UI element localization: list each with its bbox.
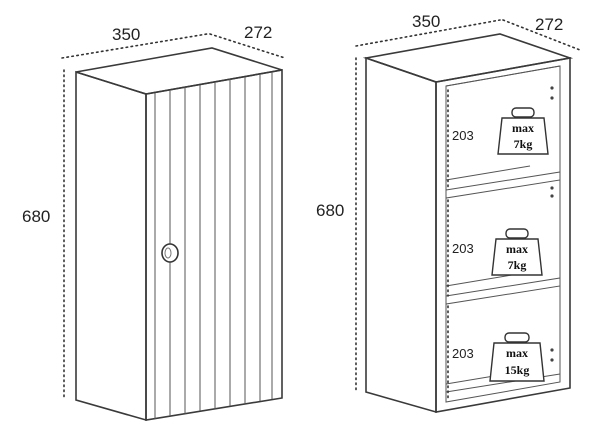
- shelf-1-height-label: 203: [452, 128, 474, 143]
- left-width-label: 350: [112, 25, 140, 44]
- shelf-3-weight-icon: max 15kg: [489, 332, 545, 382]
- left-cabinet-door: [145, 69, 283, 421]
- left-depth-label: 272: [244, 23, 272, 42]
- shelf-3-weight-max: max: [506, 346, 528, 360]
- right-cabinet: 350 272 680 203 203 203 max 7kg max 7kg …: [316, 12, 581, 414]
- right-cabinet-front: [435, 57, 571, 413]
- shelf-2-weight-max: max: [506, 242, 528, 256]
- right-cabinet-side: [365, 56, 437, 414]
- left-cabinet: 350 272 680: [22, 23, 286, 422]
- right-depth-dimension-line: [502, 19, 581, 51]
- shelf-2-weight-value: 7kg: [508, 258, 527, 272]
- shelf-3-weight-value: 15kg: [505, 363, 530, 377]
- shelf-1-weight-icon: max 7kg: [497, 107, 549, 155]
- right-height-label: 680: [316, 201, 344, 220]
- shelf-1: [445, 165, 561, 199]
- left-width-dimension-line: [61, 33, 208, 59]
- right-cabinet-top: [362, 33, 574, 83]
- right-width-label: 350: [412, 12, 440, 31]
- right-depth-label: 272: [535, 15, 563, 34]
- left-height-label: 680: [22, 207, 50, 226]
- right-width-dimension-line: [355, 19, 501, 47]
- shelf-2-weight-icon: max 7kg: [491, 228, 543, 276]
- shelf-2-height-label: 203: [452, 241, 474, 256]
- left-depth-dimension-line: [209, 33, 286, 59]
- shelf-2: [445, 271, 561, 305]
- left-cabinet-top: [75, 47, 283, 95]
- shelf-1-weight-value: 7kg: [514, 137, 533, 151]
- shelf-1-weight-max: max: [512, 121, 534, 135]
- door-knob: [161, 243, 179, 263]
- shelf-3-height-label: 203: [452, 346, 474, 361]
- left-cabinet-side: [75, 70, 147, 422]
- shelf-pin-holes: [550, 86, 554, 362]
- door-grooves: [154, 72, 273, 419]
